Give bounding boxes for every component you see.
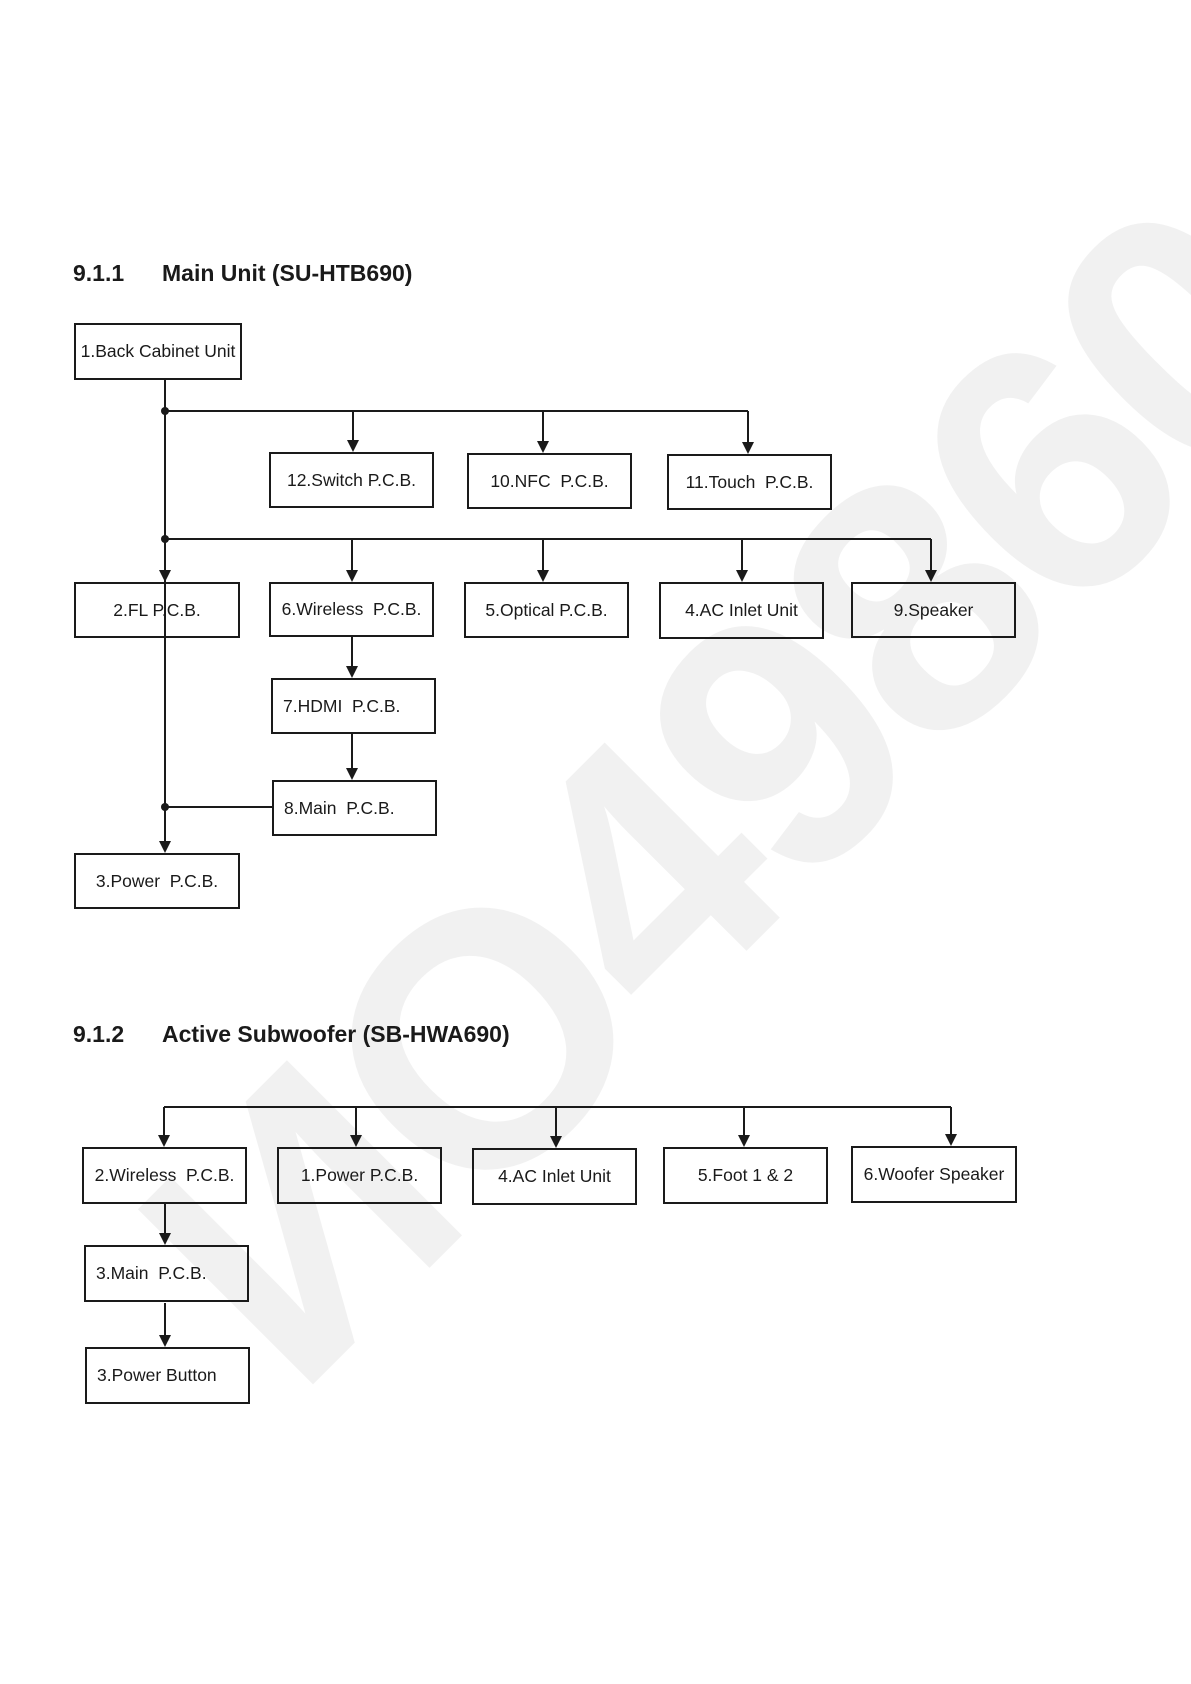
node-label: 10.NFC P.C.B.	[490, 470, 609, 491]
arrow-to-sw-ac-inlet	[550, 1136, 562, 1148]
node-wireless-pcb: 6.Wireless P.C.B.	[269, 582, 434, 637]
node-sw-wireless-pcb: 2.Wireless P.C.B.	[82, 1147, 247, 1204]
arrow-to-ac-inlet	[736, 570, 748, 582]
node-ac-inlet-unit: 4.AC Inlet Unit	[659, 582, 824, 639]
section-title: Main Unit (SU-HTB690)	[162, 260, 413, 286]
node-label: 4.AC Inlet Unit	[498, 1166, 611, 1186]
node-label: 11.Touch P.C.B.	[685, 471, 814, 492]
arrow-to-sw-foot	[738, 1135, 750, 1147]
node-fl-pcb: 2.FL P.C.B.	[74, 582, 240, 638]
section-number: 9.1.2	[73, 1021, 125, 1047]
node-nfc-pcb: 10.NFC P.C.B.	[467, 453, 632, 509]
node-sw-power-pcb: 1.Power P.C.B.	[277, 1147, 442, 1204]
section-title: Active Subwoofer (SB-HWA690)	[162, 1021, 510, 1047]
arrow-to-nfc	[537, 441, 549, 453]
arrow-to-touch	[742, 442, 754, 454]
node-speaker: 9.Speaker	[851, 582, 1016, 638]
node-hdmi-pcb: 7.HDMI P.C.B.	[271, 678, 436, 734]
arrow-to-speaker	[925, 570, 937, 582]
node-label: 1.Back Cabinet Unit	[80, 341, 236, 361]
junction-dot	[161, 803, 169, 811]
arrow-to-switch	[347, 440, 359, 452]
junction-dot	[161, 535, 169, 543]
arrow-to-sw-main	[159, 1233, 171, 1245]
node-main-pcb: 8.Main P.C.B.	[272, 780, 437, 836]
node-sw-woofer-speaker: 6.Woofer Speaker	[851, 1146, 1017, 1203]
arrow-to-optical	[537, 570, 549, 582]
arrow-to-sw-power	[350, 1135, 362, 1147]
arrow-to-fl	[159, 570, 171, 582]
node-label: 3.Power Button	[97, 1365, 217, 1385]
node-label: 2.FL P.C.B.	[113, 599, 201, 620]
arrow-to-hdmi	[346, 666, 358, 678]
node-sw-power-button: 3.Power Button	[85, 1347, 250, 1404]
section-heading-active-subwoofer: 9.1.2 Active Subwoofer (SB-HWA690)	[73, 1021, 510, 1048]
node-label: 3.Power P.C.B.	[95, 870, 219, 891]
section-number: 9.1.1	[73, 260, 125, 286]
node-label: 7.HDMI P.C.B.	[283, 695, 401, 716]
node-label: 8.Main P.C.B.	[284, 797, 395, 818]
node-power-pcb: 3.Power P.C.B.	[74, 853, 240, 909]
node-label: 6.Woofer Speaker	[863, 1164, 1005, 1184]
node-label: 4.AC Inlet Unit	[685, 600, 798, 620]
arrow-to-sw-power-button	[159, 1335, 171, 1347]
node-label: 5.Optical P.C.B.	[485, 599, 608, 620]
arrow-to-wireless	[346, 570, 358, 582]
node-label: 1.Power P.C.B.	[300, 1165, 419, 1185]
node-label: 12.Switch P.C.B.	[286, 469, 417, 490]
node-label: 6.Wireless P.C.B.	[281, 599, 422, 619]
junction-dot	[161, 407, 169, 415]
arrow-to-main	[346, 768, 358, 780]
arrow-to-power	[159, 841, 171, 853]
node-label: 9.Speaker	[893, 599, 974, 620]
node-touch-pcb: 11.Touch P.C.B.	[667, 454, 832, 510]
arrow-to-sw-woofer	[945, 1134, 957, 1146]
node-optical-pcb: 5.Optical P.C.B.	[464, 582, 629, 638]
arrow-to-sw-wireless	[158, 1135, 170, 1147]
section-heading-main-unit: 9.1.1 Main Unit (SU-HTB690)	[73, 260, 412, 287]
node-sw-ac-inlet-unit: 4.AC Inlet Unit	[472, 1148, 637, 1205]
node-sw-main-pcb: 3.Main P.C.B.	[84, 1245, 249, 1302]
node-sw-foot: 5.Foot 1 & 2	[663, 1147, 828, 1204]
node-switch-pcb: 12.Switch P.C.B.	[269, 452, 434, 508]
node-label: 5.Foot 1 & 2	[697, 1165, 794, 1185]
node-label: 3.Main P.C.B.	[96, 1263, 207, 1283]
node-back-cabinet-unit: 1.Back Cabinet Unit	[74, 323, 242, 380]
node-label: 2.Wireless P.C.B.	[94, 1165, 235, 1185]
